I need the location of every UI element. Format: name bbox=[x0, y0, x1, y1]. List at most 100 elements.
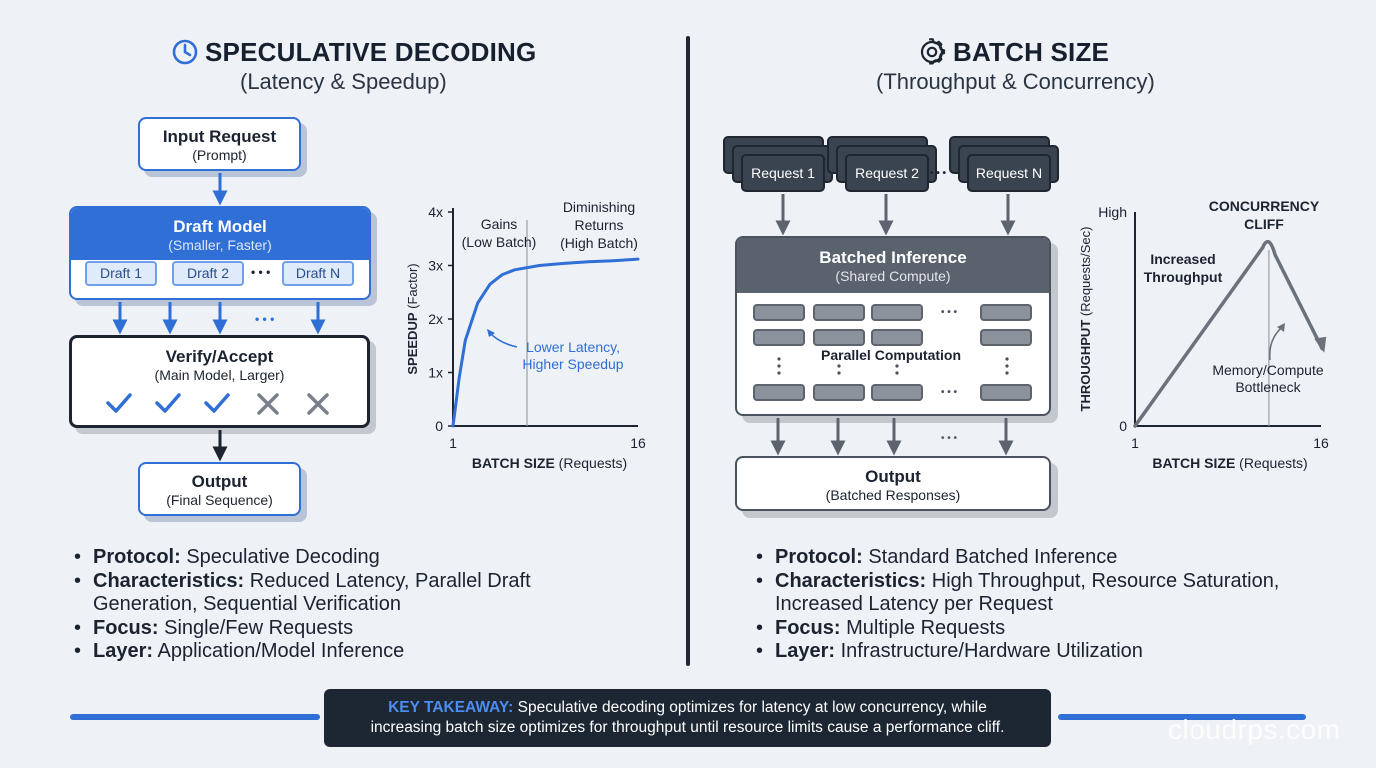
compute-cell bbox=[980, 384, 1032, 401]
region-label-returns: Returns bbox=[574, 217, 623, 233]
y-tick-label-high: High bbox=[1098, 204, 1127, 220]
verify-accept-box: Verify/Accept (Main Model, Larger) bbox=[69, 335, 370, 428]
left-flow-arrows bbox=[112, 173, 326, 462]
left-output-title: Output bbox=[191, 472, 248, 491]
verify-title: Verify/Accept bbox=[165, 347, 274, 366]
compute-cell bbox=[980, 304, 1032, 321]
y-axis-label-rest: (Requests/Sec) bbox=[1078, 227, 1093, 320]
draft-chip-n: Draft N bbox=[282, 261, 354, 286]
bottleneck-arrow bbox=[1268, 326, 1283, 361]
y-axis-label: THROUGHPUT (Requests/Sec) bbox=[1078, 227, 1093, 412]
compute-cell bbox=[753, 384, 805, 401]
batched-sub: (Shared Compute) bbox=[835, 268, 951, 284]
y-tick-label: 0 bbox=[435, 418, 443, 434]
takeaway-line-2: increasing batch size optimizes for thro… bbox=[370, 719, 1005, 736]
requests-ellipsis: • • • bbox=[930, 168, 947, 179]
right-bullet-focus: Focus: Multiple Requests bbox=[752, 617, 1279, 641]
gear-icon bbox=[920, 38, 946, 65]
input-request-title: Input Request bbox=[162, 127, 277, 146]
left-bullet-characteristics: Characteristics: Reduced Latency, Parall… bbox=[70, 570, 531, 617]
left-output-box: Output (Final Sequence) bbox=[138, 462, 301, 516]
cliff-arrow-head bbox=[1314, 336, 1327, 353]
request-2: Request 2 bbox=[845, 154, 929, 192]
input-request-sub: (Prompt) bbox=[192, 147, 247, 163]
draft-model-header: Draft Model (Smaller, Faster) bbox=[71, 208, 369, 260]
takeaway-box: KEY TAKEAWAY: Speculative decoding optim… bbox=[324, 689, 1051, 747]
draft-chip-1: Draft 1 bbox=[85, 261, 157, 286]
y-tick-label: 4x bbox=[428, 204, 443, 220]
region-label-diminishing: Diminishing bbox=[563, 199, 635, 215]
draft-model-sub: (Smaller, Faster) bbox=[168, 237, 272, 253]
check-icon bbox=[204, 393, 230, 413]
annotation-line-1: Lower Latency, bbox=[526, 339, 620, 355]
y-tick-label: 2x bbox=[428, 311, 443, 327]
input-request-box: Input Request (Prompt) bbox=[138, 117, 301, 171]
y-tick-label: 1x bbox=[428, 365, 443, 381]
takeaway-rule-left bbox=[70, 714, 320, 720]
grid-ellipsis-row3: • • • bbox=[941, 387, 958, 398]
center-divider bbox=[686, 36, 690, 666]
batched-inference-header: Batched Inference (Shared Compute) bbox=[737, 238, 1049, 293]
compute-cell bbox=[980, 329, 1032, 346]
verify-sub: (Main Model, Larger) bbox=[154, 367, 285, 383]
clock-icon bbox=[172, 39, 198, 65]
compute-cell bbox=[813, 304, 865, 321]
right-bullet-layer: Layer: Infrastructure/Hardware Utilizati… bbox=[752, 640, 1279, 664]
x-tick-label: 16 bbox=[1313, 435, 1329, 451]
grid-ellipsis-row1: • • • bbox=[941, 307, 958, 318]
left-bullet-protocol: Protocol: Speculative Decoding bbox=[70, 546, 531, 570]
right-output-title: Output bbox=[865, 467, 921, 486]
parallel-computation-label: Parallel Computation bbox=[821, 347, 962, 363]
right-subtitle: (Throughput & Concurrency) bbox=[876, 69, 1155, 94]
y-axis-label-rest: (Factor) bbox=[405, 263, 420, 312]
x-tick-label: 1 bbox=[1131, 435, 1139, 451]
draft-arrows-ellipsis: • • • bbox=[255, 312, 275, 326]
cliff-label-2: CLIFF bbox=[1244, 216, 1284, 232]
batched-title: Batched Inference bbox=[819, 248, 967, 267]
y-axis-label: SPEEDUP (Factor) bbox=[405, 263, 420, 374]
left-subtitle: (Latency & Speedup) bbox=[240, 69, 447, 94]
y-axis-label-bold: THROUGHPUT bbox=[1078, 320, 1093, 412]
region-label-gains-sub: (Low Batch) bbox=[462, 234, 537, 250]
verify-marks bbox=[106, 393, 329, 415]
takeaway-key: KEY TAKEAWAY: bbox=[388, 699, 514, 716]
compute-cell bbox=[753, 304, 805, 321]
x-icon bbox=[307, 393, 329, 415]
increased-label-1: Increased bbox=[1150, 251, 1215, 267]
x-axis-label: BATCH SIZE (Requests) bbox=[1152, 455, 1307, 471]
right-output-sub: (Batched Responses) bbox=[825, 487, 961, 503]
check-icon bbox=[106, 393, 132, 413]
compute-cell bbox=[813, 384, 865, 401]
cliff-label-1: CONCURRENCY bbox=[1209, 198, 1320, 214]
left-bullet-layer: Layer: Application/Model Inference bbox=[70, 640, 531, 664]
left-title: SPECULATIVE DECODING bbox=[205, 37, 537, 67]
right-output-box: Output (Batched Responses) bbox=[735, 456, 1051, 511]
bottleneck-label-1: Memory/Compute bbox=[1212, 362, 1323, 378]
annotation-arrow bbox=[488, 331, 518, 348]
speedup-series-line bbox=[451, 257, 640, 428]
grid-vertical-ellipses bbox=[777, 357, 1009, 375]
compute-cell bbox=[871, 384, 923, 401]
y-tick-label: 3x bbox=[428, 258, 443, 274]
left-bullets: Protocol: Speculative Decoding Character… bbox=[70, 546, 531, 664]
takeaway-line-1: KEY TAKEAWAY: Speculative decoding optim… bbox=[388, 699, 987, 716]
x-axis-label-bold: BATCH SIZE bbox=[1152, 455, 1235, 471]
bottleneck-label-2: Bottleneck bbox=[1235, 379, 1301, 395]
x-axis-label-rest: (Requests) bbox=[1235, 455, 1307, 471]
compute-cell bbox=[871, 329, 923, 346]
x-tick-label: 16 bbox=[630, 435, 646, 451]
x-axis-label: BATCH SIZE (Requests) bbox=[472, 455, 627, 471]
region-label-high-batch: (High Batch) bbox=[560, 235, 638, 251]
annotation-line-2: Higher Speedup bbox=[522, 356, 623, 372]
region-label-gains: Gains bbox=[481, 216, 518, 232]
x-axis-label-bold: BATCH SIZE bbox=[472, 455, 555, 471]
throughput-series-line bbox=[1133, 239, 1324, 428]
right-bullet-characteristics: Characteristics: High Throughput, Resour… bbox=[752, 570, 1279, 617]
right-flow-arrows bbox=[770, 194, 1016, 456]
right-bullet-protocol: Protocol: Standard Batched Inference bbox=[752, 546, 1279, 570]
draft-ellipsis: • • • bbox=[251, 265, 271, 279]
right-title: BATCH SIZE bbox=[953, 37, 1110, 67]
right-bullets: Protocol: Standard Batched Inference Cha… bbox=[752, 546, 1279, 664]
